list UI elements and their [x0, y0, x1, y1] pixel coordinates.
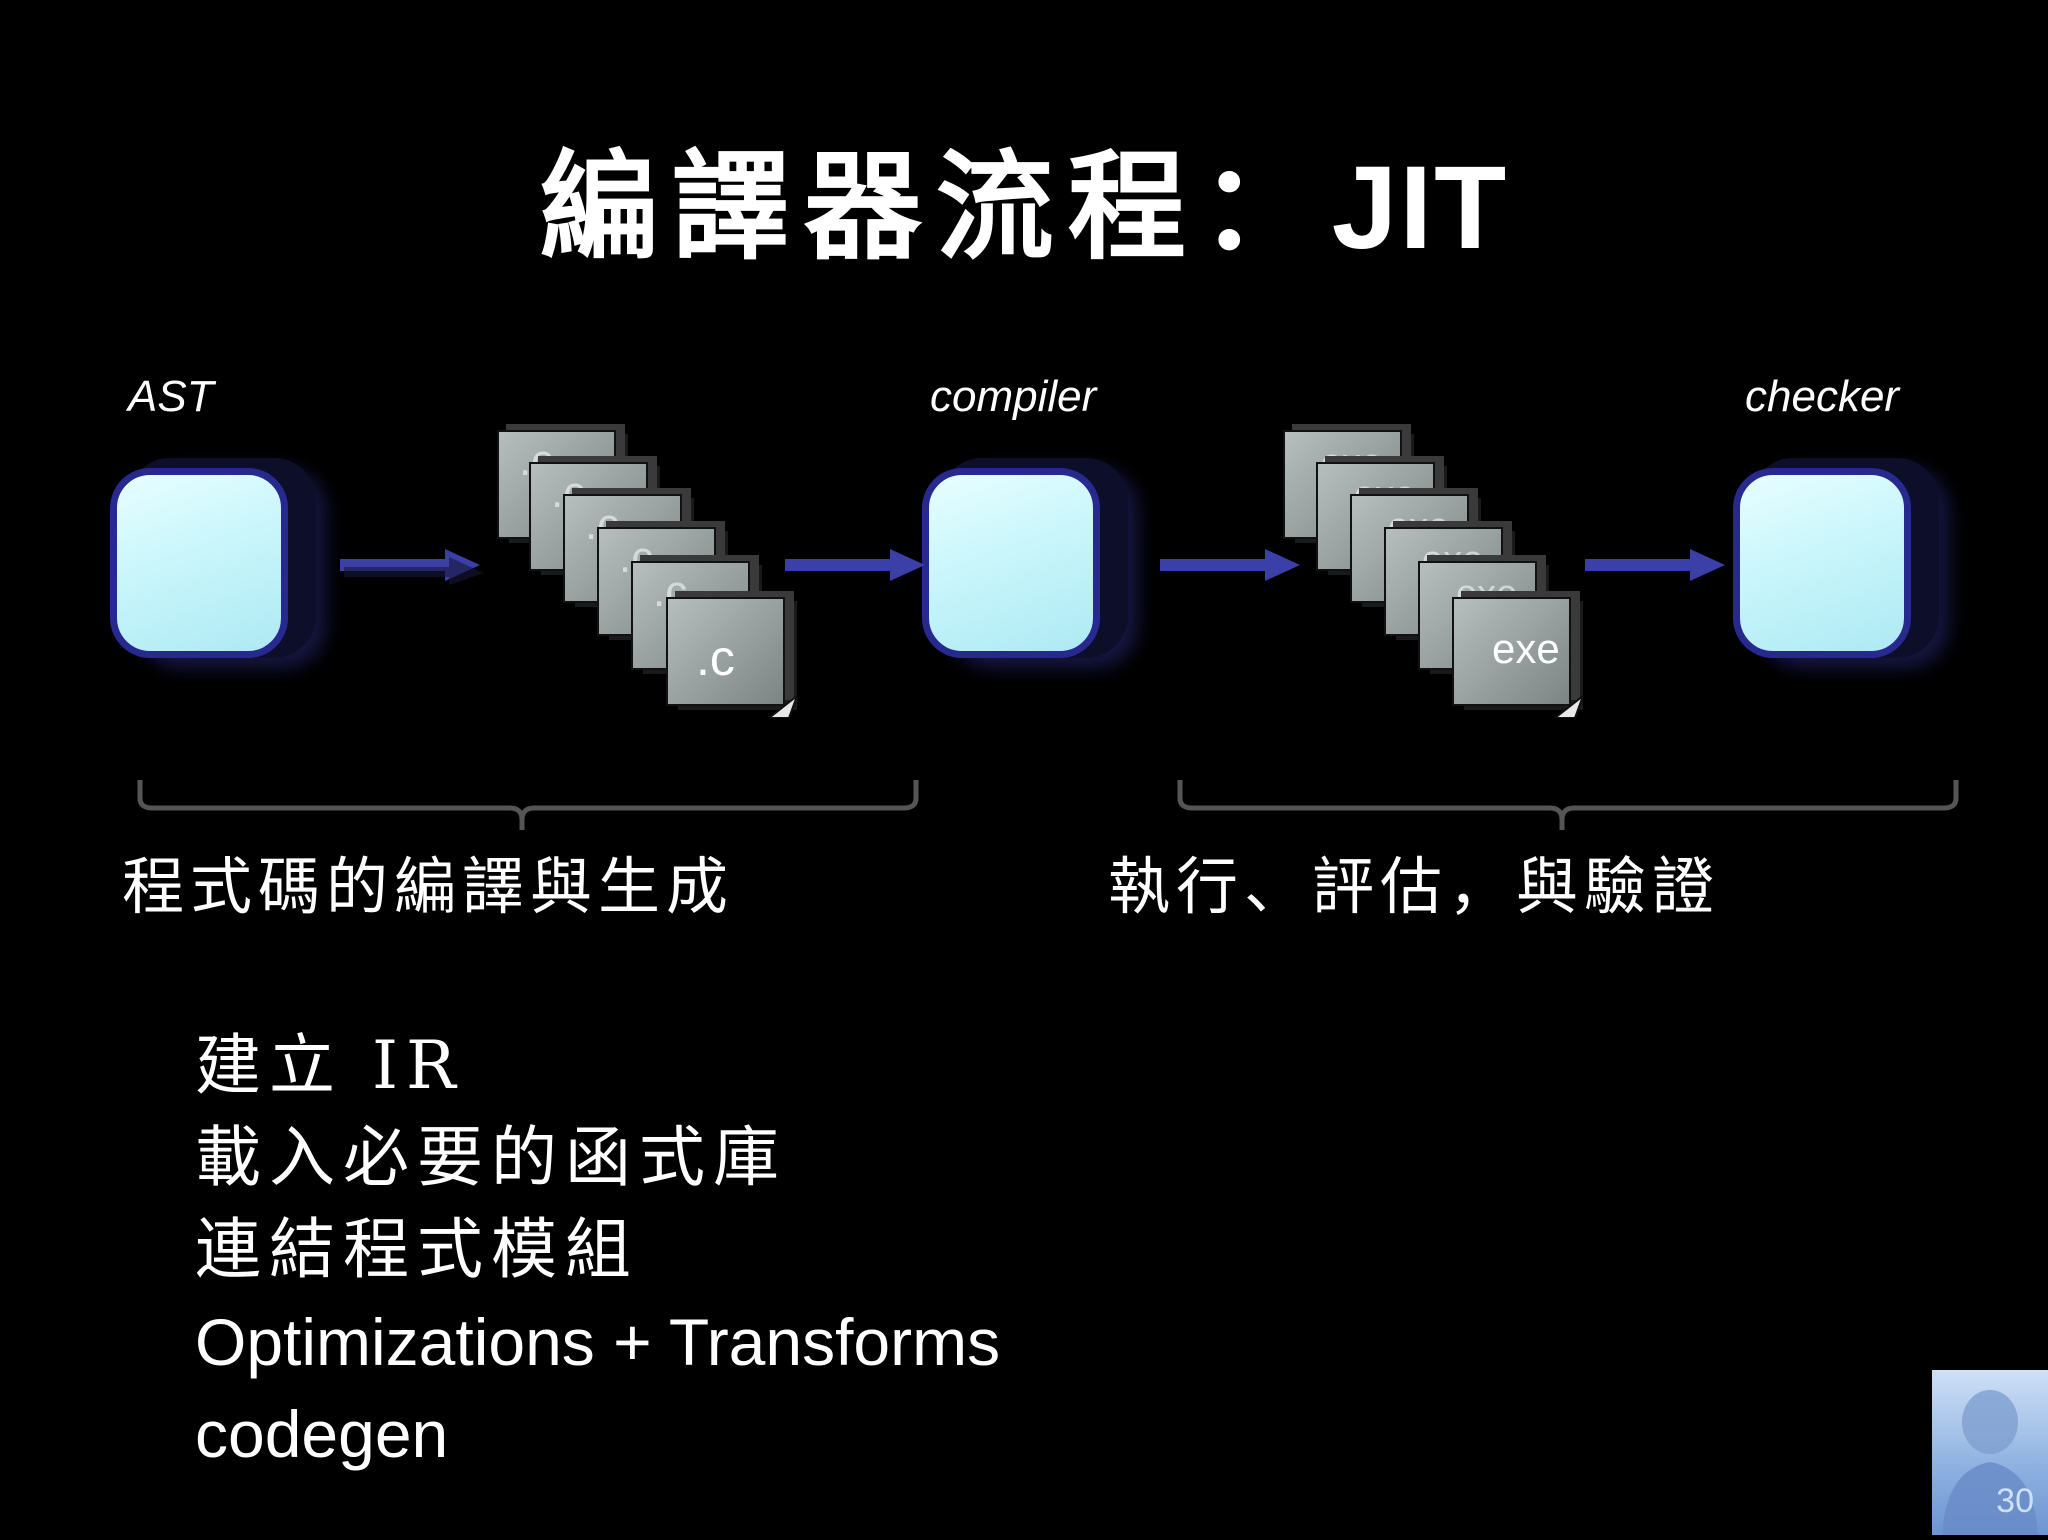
list-item: 連結程式模組: [195, 1211, 639, 1288]
left-brace: [137, 780, 919, 830]
title-cjk: 編譯器流程：: [539, 137, 1332, 276]
list-item: 載入必要的函式庫: [195, 1119, 787, 1196]
arrow-source-to-compiler: [785, 549, 925, 581]
checker-label: checker: [1745, 372, 1900, 421]
presenter-avatar-icon: [1942, 1390, 2038, 1535]
page-number: 30: [1996, 1482, 2034, 1520]
compiler-node: [922, 448, 1128, 660]
list-item: 建立 IR: [195, 1027, 464, 1104]
slide-title: 編譯器流程：JIT: [0, 148, 2048, 268]
arrow-ast-to-source: [340, 549, 484, 585]
source-file-front-sheet: .c: [666, 597, 797, 718]
list-item: codegen: [195, 1397, 449, 1471]
compiler-label: compiler: [930, 372, 1097, 421]
ast-node: [110, 448, 316, 660]
step-list: 建立 IR 載入必要的函式庫 連結程式模組 Optimizations + Tr…: [195, 1020, 1000, 1480]
ast-label: AST: [128, 372, 214, 421]
presenter-thumbnail: 30: [1932, 1370, 2048, 1535]
checker-node: [1733, 448, 1939, 660]
title-jit: JIT: [1331, 142, 1509, 274]
arrow-exe-to-checker: [1585, 549, 1725, 581]
exe-file-front-sheet: exe: [1452, 597, 1583, 718]
list-item: Optimizations + Transforms: [195, 1305, 1001, 1379]
arrow-compiler-to-exe: [1160, 549, 1300, 581]
section-execute-verify: 執行、評估，與驗證: [1108, 850, 1721, 923]
section-compile-generate: 程式碼的編譯與生成: [122, 850, 735, 923]
right-brace: [1177, 780, 1959, 830]
